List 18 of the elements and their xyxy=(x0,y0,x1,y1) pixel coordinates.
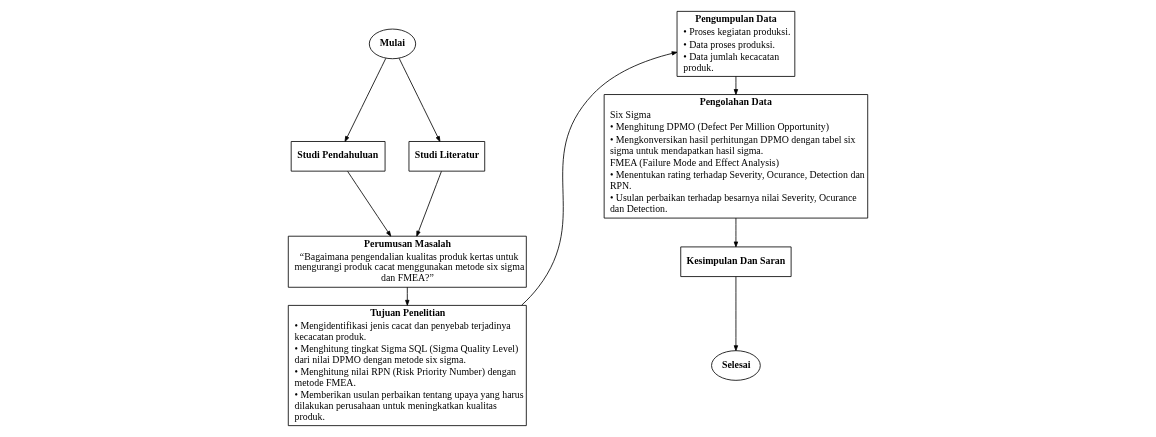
arrow xyxy=(521,51,678,306)
node-box: Pengumpulan Data • Proses kegiatan produksi. • Data proses produksi. • Data jumlah kecacatan produk. xyxy=(676,10,796,77)
arrow xyxy=(416,170,442,237)
arrow xyxy=(398,57,441,142)
arrow xyxy=(733,276,739,352)
arrow xyxy=(347,170,392,237)
node-box: Tujuan Penelitian • Mengidentifikasi jenis cacat dan penyebab terjadinya kecacatan produk. • Menghitung tingkat Sigma SQL (Sigma Quality Level) dari nilai DPMO dengan metode six sigma. • Menghitung nilai RPN (Risk Priority Number) dengan metode FMEA. • Memberikan usulan perbaikan tentang upaya yang harus dilakukan perusahaan untuk meningkatkan kualitas produk. xyxy=(287,304,527,427)
node-ellipse: Mulai xyxy=(368,28,417,60)
node-box: Perumusan Masalah “Bagaimana pengendalian kualitas produk kertas untuk mengurangi produk cacat menggunakan metode six sigma dan FMEA?” xyxy=(287,235,527,288)
node-box: Kesimpulan Dan Saran xyxy=(680,246,792,277)
node-box: Pengolahan Data Six Sigma • Menghitung DPMO (Defect Per Million Opportunity) • Mengkonversikan hasil perhitungan DPMO dengan tabel six sigma untuk mendapatkan hasil sigma. FMEA (Failure Mode and Effect Analysis) • Menentukan rating terhadap Severity, Ocurance, Detection dan RPN. • Usulan perbaikan terhadap besarnya nilai Severity, Ocurance dan Detection. xyxy=(603,94,869,219)
arrow xyxy=(733,76,739,95)
arrow xyxy=(344,57,387,142)
node-box: Studi Literatur xyxy=(408,141,486,172)
node-box: Studi Pendahuluan xyxy=(290,141,386,172)
arrow xyxy=(733,217,739,248)
node-ellipse: Selesai xyxy=(711,350,761,381)
arrow xyxy=(405,286,410,306)
